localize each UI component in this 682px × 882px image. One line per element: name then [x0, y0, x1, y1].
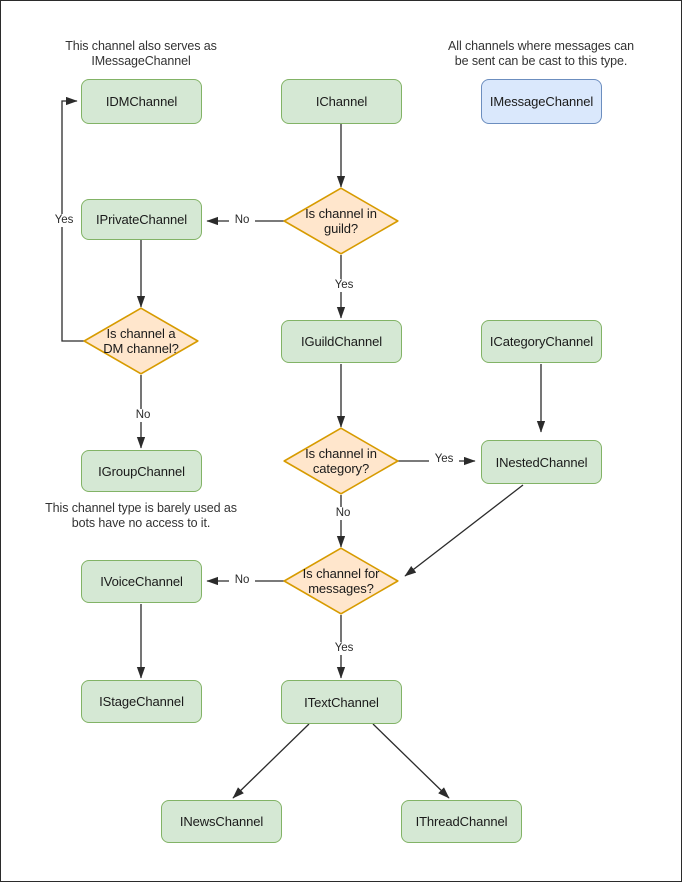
decision-is-channel-in-guild[interactable]: Is channel in guild?: [283, 187, 399, 255]
node-idmchannel[interactable]: IDMChannel: [81, 79, 202, 124]
node-itextchannel-label: ITextChannel: [304, 694, 379, 710]
diamond-shape: [283, 427, 399, 495]
note-dm-line2: IMessageChannel: [91, 54, 191, 68]
decision-dm-line1: Is channel a: [106, 326, 176, 341]
node-istagechannel[interactable]: IStageChannel: [81, 680, 202, 723]
edge-label-guild-yes: Yes: [329, 279, 359, 292]
decision-messages-line2: messages?: [308, 581, 374, 596]
note-message-line2: be sent can be cast to this type.: [454, 54, 628, 68]
decision-messages-line1: Is channel for: [302, 566, 380, 581]
node-ithreadchannel-label: IThreadChannel: [415, 814, 508, 829]
node-ithreadchannel[interactable]: IThreadChannel: [401, 800, 522, 843]
node-ivoicechannel[interactable]: IVoiceChannel: [81, 560, 202, 603]
edge-label-category-yes: Yes: [429, 453, 459, 466]
node-iprivatechannel-label: IPrivateChannel: [96, 212, 187, 227]
node-imessagechannel-label: IMessageChannel: [489, 94, 594, 109]
decision-is-channel-in-category[interactable]: Is channel in category?: [283, 427, 399, 495]
node-istagechannel-label: IStageChannel: [99, 694, 184, 709]
decision-is-channel-a-dm-channel[interactable]: Is channel a DM channel?: [83, 307, 199, 375]
diamond-shape: [283, 547, 399, 615]
decision-guild-line2: guild?: [323, 221, 359, 236]
node-ichannel-label: IChannel: [315, 94, 368, 109]
node-iguildchannel-label: IGuildChannel: [300, 334, 383, 349]
node-ivoicechannel-label: IVoiceChannel: [100, 574, 183, 589]
node-inestedchannel-label: INestedChannel: [495, 454, 588, 470]
edge-label-messages-yes: Yes: [329, 642, 359, 655]
decision-is-channel-for-messages[interactable]: Is channel for messages?: [283, 547, 399, 615]
edge-label-guild-no: No: [229, 214, 255, 227]
note-group-line1: This channel type is barely used as: [45, 501, 237, 515]
node-igroupchannel-label: IGroupChannel: [98, 463, 185, 479]
diamond-shape: [283, 187, 399, 255]
note-group-channel: This channel type is barely used as bots…: [31, 501, 251, 531]
node-icategorychannel-label: ICategoryChannel: [489, 334, 594, 349]
note-dm-line1: This channel also serves as: [65, 39, 217, 53]
node-inestedchannel[interactable]: INestedChannel: [481, 440, 602, 484]
node-igroupchannel[interactable]: IGroupChannel: [81, 450, 202, 492]
note-message-line1: All channels where messages can: [448, 39, 634, 53]
decision-category-line2: category?: [312, 461, 370, 476]
note-group-line2: bots have no access to it.: [71, 516, 211, 530]
node-icategorychannel[interactable]: ICategoryChannel: [481, 320, 602, 363]
edge-label-messages-no: No: [229, 574, 255, 587]
edge-label-dm-yes: Yes: [49, 214, 79, 227]
node-itextchannel[interactable]: ITextChannel: [281, 680, 402, 724]
note-message-channel: All channels where messages can be sent …: [439, 39, 643, 69]
edge-label-category-no: No: [330, 507, 356, 520]
node-imessagechannel[interactable]: IMessageChannel: [481, 79, 602, 124]
diamond-shape: [83, 307, 199, 375]
node-ichannel[interactable]: IChannel: [281, 79, 402, 124]
node-iprivatechannel[interactable]: IPrivateChannel: [81, 199, 202, 240]
node-inewschannel[interactable]: INewsChannel: [161, 800, 282, 843]
decision-category-line1: Is channel in: [305, 446, 377, 461]
node-idmchannel-label: IDMChannel: [105, 94, 178, 109]
node-iguildchannel[interactable]: IGuildChannel: [281, 320, 402, 363]
decision-dm-line2: DM channel?: [103, 341, 179, 356]
decision-guild-line1: Is channel in: [305, 206, 377, 221]
note-dm-channel: This channel also serves as IMessageChan…: [41, 39, 241, 69]
edge-label-dm-no: No: [130, 409, 156, 422]
node-inewschannel-label: INewsChannel: [179, 814, 264, 829]
